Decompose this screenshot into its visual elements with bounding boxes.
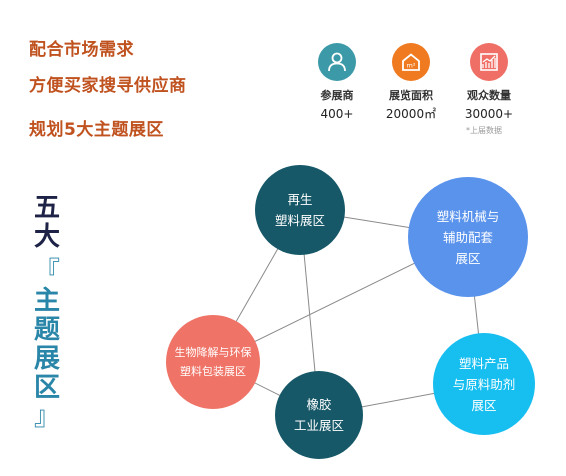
headline-five-zones: 规划5大主题展区 xyxy=(29,120,164,140)
bracket-close: 』 xyxy=(33,402,60,432)
stat-label: 观众数量 xyxy=(467,89,511,102)
stat-label: 展览面积 xyxy=(389,89,433,102)
person-icon xyxy=(318,43,356,81)
headline-market-demand: 配合市场需求 xyxy=(29,40,134,60)
zone-biodegradable-packaging: 生物降解与环保 塑料包装展区 xyxy=(166,315,260,409)
title-char: 区 xyxy=(33,373,60,403)
stat-visitors: 观众数量 30000+ xyxy=(449,43,529,121)
stat-exhibitors: 参展商 400+ xyxy=(297,43,377,121)
stat-exhibition-area: m² 展览面积 20000㎡ xyxy=(371,43,451,121)
stat-value: 20000㎡ xyxy=(385,107,437,121)
title-char: 五 xyxy=(33,193,60,223)
stat-label: 参展商 xyxy=(320,89,354,102)
stat-value: 30000+ xyxy=(464,107,514,121)
zone-plastic-products-materials: 塑料产品 与原料助剂 展区 xyxy=(433,333,535,435)
vertical-title-theme-zones: 『 主 题 展 区 』 xyxy=(33,258,61,432)
vertical-title-five: 五 大 xyxy=(33,194,61,252)
bracket-open: 『 xyxy=(33,257,60,287)
title-char: 题 xyxy=(33,315,60,345)
rising-chart-icon xyxy=(470,43,508,81)
svg-text:m²: m² xyxy=(407,62,416,70)
headline-supplier-search: 方便买家搜寻供应商 xyxy=(29,76,187,96)
footnote: *上届数据 xyxy=(466,126,502,135)
stat-value: 400+ xyxy=(320,107,354,121)
zone-recycled-plastics: 再生 塑料展区 xyxy=(255,165,345,255)
building-area-icon: m² xyxy=(392,43,430,81)
title-char: 大 xyxy=(33,222,60,252)
title-char: 主 xyxy=(33,286,60,316)
zone-plastics-machinery: 塑料机械与 辅助配套 展区 xyxy=(408,177,528,297)
title-char: 展 xyxy=(33,344,60,374)
zone-rubber-industry: 橡胶 工业展区 xyxy=(275,371,363,459)
